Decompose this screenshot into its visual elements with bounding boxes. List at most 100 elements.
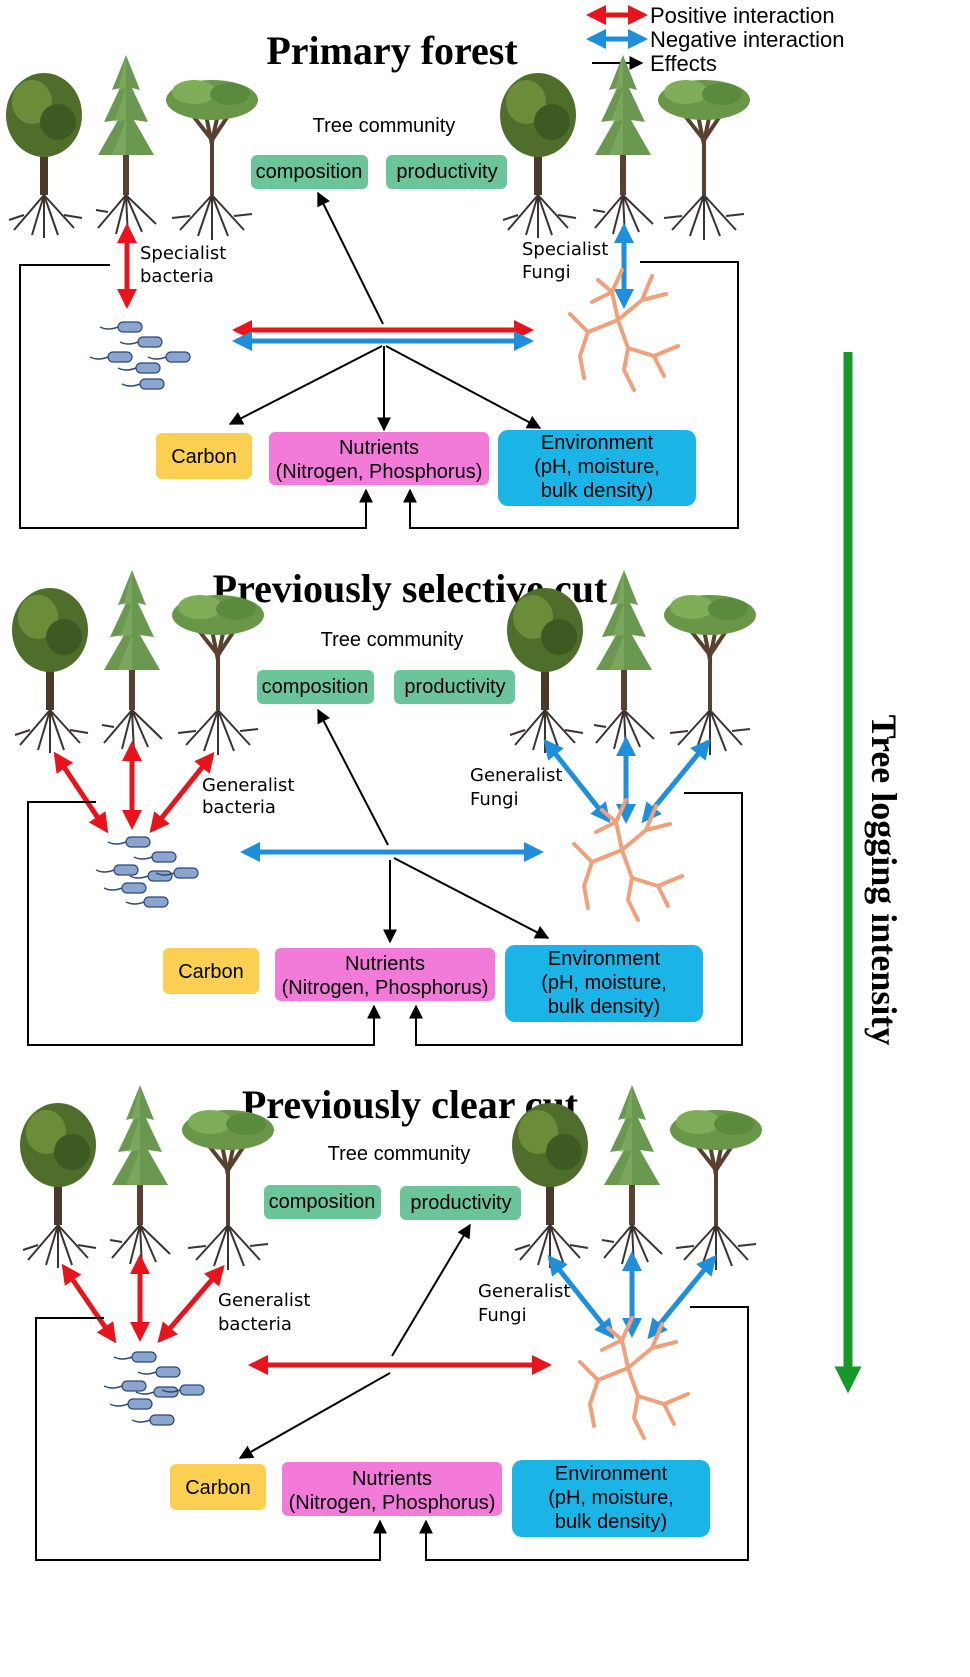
fungi-label-line2: Fungi [478, 1305, 527, 1326]
carbon-box [156, 433, 252, 479]
acacia-tree-icon [180, 1108, 276, 1272]
effect-arrow-to-carbon [238, 1372, 391, 1459]
pine-tree-icon [101, 569, 163, 754]
panel-clear-cut: Previously clear cut Tree community comp… [19, 1082, 764, 1561]
tree-fungi-negative-arrow [547, 1254, 615, 1340]
productivity-box [400, 1186, 521, 1220]
environment-label-line3: bulk density) [548, 996, 660, 1018]
composition-label: composition [256, 161, 363, 183]
effect-arrow-to-productivity [391, 1223, 471, 1357]
bacteria-feedback-line [27, 801, 381, 1046]
logging-intensity-indicator: Tree logging intensity [834, 352, 904, 1394]
tree-community-label: Tree community [328, 1143, 471, 1165]
acacia-tree-icon [662, 593, 758, 757]
fungi-label-line2: Fungi [522, 262, 571, 283]
tree-bacteria-positive-arrow [61, 1263, 117, 1344]
productivity-label: productivity [404, 676, 505, 698]
pine-tree-icon [109, 1084, 171, 1269]
nutrients-label-line1: Nutrients [345, 953, 425, 975]
carbon-box [163, 948, 259, 994]
composition-label: composition [269, 1191, 376, 1213]
oak-tree-icon [11, 587, 89, 754]
panel-title: Primary forest [266, 28, 518, 73]
composition-box [251, 155, 368, 189]
fungi-label-line1: Generalist [478, 1281, 570, 1302]
panel-selective-cut: Previously selective cut Tree community … [11, 566, 758, 1046]
acacia-tree-icon [668, 1108, 764, 1272]
carbon-box [170, 1464, 266, 1510]
environment-box [512, 1460, 710, 1537]
effect-arrow-to-carbon [228, 345, 383, 425]
environment-label-line2: (pH, moisture, [534, 456, 660, 478]
productivity-label: productivity [410, 1192, 511, 1214]
environment-box [505, 945, 703, 1022]
effect-arrow-to-composition [317, 708, 389, 846]
tree-fungi-negative-arrow [543, 738, 611, 824]
nutrients-label-line1: Nutrients [339, 437, 419, 459]
bacteria-label-line1: Specialist [140, 243, 226, 264]
fungi-feedback-line [419, 1306, 749, 1561]
nutrients-box [282, 1462, 502, 1516]
legend-positive-label: Positive interaction [650, 3, 835, 28]
bacteria-label-line2: bacteria [140, 266, 214, 287]
productivity-box [386, 155, 507, 189]
pine-tree-icon [95, 54, 157, 239]
oak-tree-icon [19, 1102, 97, 1269]
fungi-feedback-line [403, 261, 739, 529]
tree-community-label: Tree community [321, 629, 464, 651]
nutrients-label-line2: (Nitrogen, Phosphorus) [282, 977, 489, 999]
tree-bacteria-positive-arrow [157, 1264, 225, 1344]
fungi-label-line2: Fungi [470, 789, 519, 810]
environment-label-line3: bulk density) [541, 480, 653, 502]
bacteria-feedback-line [35, 1317, 387, 1561]
carbon-label: Carbon [171, 446, 237, 468]
bacteria-label-line2: bacteria [218, 1314, 292, 1335]
panel-primary-forest: Primary forest Tree community compositio… [5, 28, 752, 529]
bacteria-icon [89, 321, 191, 390]
bacteria-label-line1: Generalist [218, 1290, 310, 1311]
oak-tree-icon [499, 72, 577, 239]
productivity-label: productivity [396, 161, 497, 183]
environment-label-line3: bulk density) [555, 1511, 667, 1533]
nutrients-label-line1: Nutrients [352, 1468, 432, 1490]
acacia-tree-icon [164, 78, 260, 242]
oak-tree-icon [5, 72, 83, 239]
bacteria-feedback-line [19, 264, 373, 529]
pine-tree-icon [601, 1084, 663, 1269]
environment-label-line2: (pH, moisture, [548, 1487, 674, 1509]
legend: Positive interaction Negative interactio… [586, 3, 844, 76]
effect-arrow-to-environment [385, 345, 542, 429]
fungi-feedback-line [409, 792, 743, 1046]
environment-label-line2: (pH, moisture, [541, 972, 667, 994]
environment-box [498, 430, 696, 506]
carbon-label: Carbon [185, 1477, 251, 1499]
bacteria-icon [103, 1351, 205, 1426]
acacia-tree-icon [656, 78, 752, 242]
carbon-label: Carbon [178, 961, 244, 983]
acacia-tree-icon [170, 593, 266, 757]
bacteria-label-line2: bacteria [202, 797, 276, 818]
composition-box [257, 670, 374, 704]
productivity-box [394, 670, 515, 704]
nutrients-box [269, 432, 489, 485]
tree-fungi-negative-arrow [647, 1254, 717, 1340]
fungi-icon [578, 1316, 690, 1440]
composition-box [264, 1185, 381, 1219]
nutrients-label-line2: (Nitrogen, Phosphorus) [289, 1492, 496, 1514]
environment-label-line1: Environment [548, 948, 661, 970]
logging-intensity-label: Tree logging intensity [864, 715, 904, 1046]
composition-label: composition [262, 676, 369, 698]
nutrients-box [275, 948, 495, 1001]
environment-label-line1: Environment [555, 1463, 668, 1485]
tree-bacteria-positive-arrow [53, 751, 109, 834]
oak-tree-icon [506, 587, 584, 754]
legend-negative-label: Negative interaction [650, 27, 844, 52]
oak-tree-icon [511, 1102, 589, 1269]
nutrients-label-line2: (Nitrogen, Phosphorus) [276, 461, 483, 483]
bacteria-label-line1: Generalist [202, 775, 294, 796]
bacteria-icon [95, 836, 199, 908]
legend-effects-label: Effects [650, 51, 717, 76]
effect-arrow-to-composition [317, 191, 384, 325]
environment-label-line1: Environment [541, 432, 654, 454]
tree-bacteria-positive-arrow [149, 751, 215, 834]
